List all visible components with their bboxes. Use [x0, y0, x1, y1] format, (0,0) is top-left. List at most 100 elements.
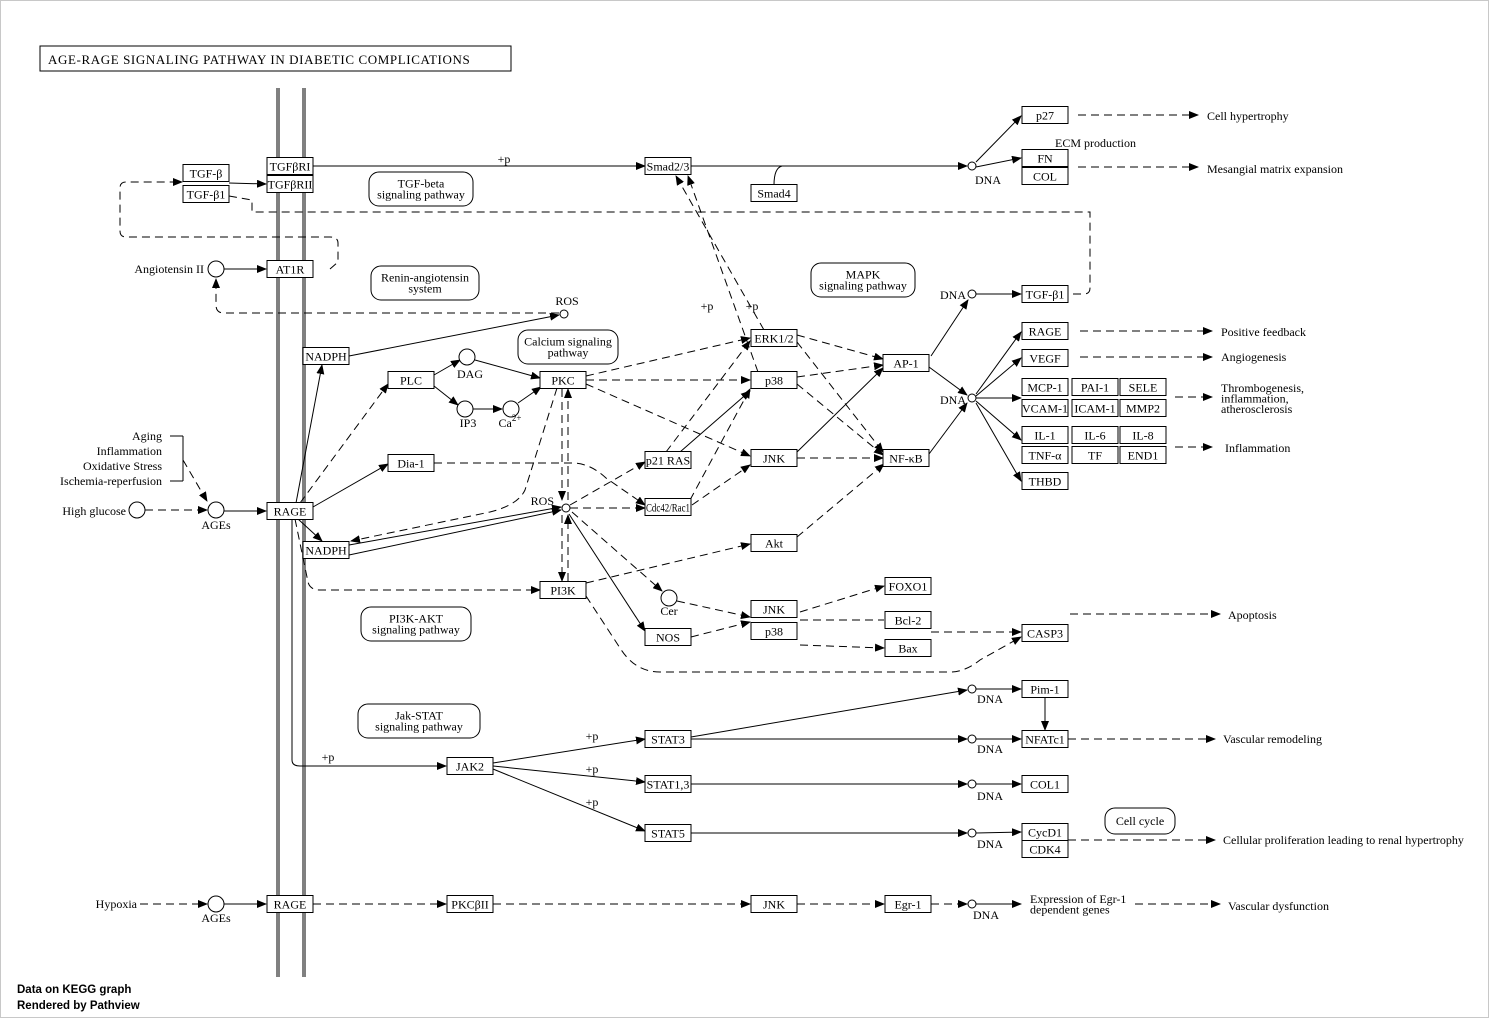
compound-circle[interactable] [967, 899, 977, 909]
gene-box[interactable] [750, 371, 798, 389]
gene-node[interactable]: CycD1 [1021, 823, 1069, 841]
gene-box[interactable] [1021, 730, 1069, 748]
gene-box[interactable] [750, 449, 798, 467]
compound-node[interactable]: DNA [940, 393, 977, 407]
gene-node[interactable]: PLC [387, 371, 435, 389]
gene-box[interactable] [1021, 624, 1069, 642]
compound-circle[interactable] [207, 260, 225, 278]
gene-box[interactable] [644, 775, 692, 793]
gene-box[interactable] [539, 371, 587, 389]
gene-box[interactable] [1021, 167, 1069, 185]
gene-box[interactable] [182, 185, 230, 203]
gene-node[interactable]: AP-1 [882, 354, 930, 372]
compound-node[interactable]: Cer [660, 589, 678, 618]
gene-node[interactable]: FOXO1 [884, 577, 932, 595]
gene-box[interactable] [266, 895, 314, 913]
gene-node[interactable]: STAT1,3 [644, 775, 692, 793]
gene-node[interactable]: MMP2 [1119, 399, 1167, 417]
gene-node[interactable]: TGFβRII [266, 175, 314, 193]
compound-circle[interactable] [128, 501, 146, 519]
gene-box[interactable] [750, 329, 798, 347]
gene-box[interactable] [182, 164, 230, 182]
gene-node[interactable]: JNK [750, 449, 798, 467]
gene-node[interactable]: JAK2 [446, 757, 494, 775]
gene-box[interactable] [1119, 446, 1167, 464]
gene-box[interactable] [266, 175, 314, 193]
gene-node[interactable]: Smad4 [750, 184, 798, 202]
gene-box[interactable] [302, 347, 350, 365]
gene-box[interactable] [884, 895, 932, 913]
gene-node[interactable]: TGF-β1 [182, 185, 230, 203]
gene-node[interactable]: CDK4 [1021, 840, 1069, 858]
gene-node[interactable]: Dia-1 [387, 454, 435, 472]
compound-circle[interactable] [967, 393, 977, 403]
gene-node[interactable]: p38 [750, 622, 798, 640]
gene-node[interactable]: AT1R [266, 260, 314, 278]
gene-box[interactable] [644, 628, 692, 646]
gene-box[interactable] [1119, 426, 1167, 444]
gene-node[interactable]: MCP-1 [1021, 378, 1069, 396]
compound-circle[interactable] [207, 895, 225, 913]
gene-node[interactable]: RAGE [266, 502, 314, 520]
gene-node[interactable]: Pim-1 [1021, 680, 1069, 698]
gene-node[interactable]: RAGE [1021, 322, 1069, 340]
gene-node[interactable]: NOS [644, 628, 692, 646]
gene-node[interactable]: COL [1021, 167, 1069, 185]
map-box[interactable] [370, 265, 480, 301]
compound-node[interactable]: IP3 [456, 400, 476, 430]
gene-node[interactable]: Egr-1 [884, 895, 932, 913]
gene-box[interactable] [884, 611, 932, 629]
gene-node[interactable]: Cdc42/Rac1 [644, 498, 692, 516]
gene-node[interactable]: PAI-1 [1071, 378, 1119, 396]
gene-node[interactable]: VEGF [1021, 349, 1069, 367]
gene-node[interactable]: STAT3 [644, 730, 692, 748]
gene-node[interactable]: NADPH [302, 347, 350, 365]
gene-node[interactable]: Smad2/3 [644, 157, 692, 175]
compound-circle[interactable] [967, 684, 977, 694]
gene-box[interactable] [1021, 680, 1069, 698]
gene-node[interactable]: p27 [1021, 106, 1069, 124]
compound-node[interactable]: DNA [967, 779, 1003, 803]
map-box[interactable] [357, 703, 481, 739]
gene-node[interactable]: END1 [1119, 446, 1167, 464]
gene-box[interactable] [644, 498, 692, 516]
gene-node[interactable]: ERK1/2 [750, 329, 798, 347]
gene-box[interactable] [266, 157, 314, 175]
compound-node[interactable]: AGEs [201, 501, 231, 532]
gene-node[interactable]: COL1 [1021, 775, 1069, 793]
gene-box[interactable] [302, 541, 350, 559]
compound-node[interactable]: DNA [967, 828, 1003, 851]
gene-node[interactable]: TF [1071, 446, 1119, 464]
pathway-map-link[interactable]: Cell cycle [1104, 807, 1176, 835]
gene-box[interactable] [644, 824, 692, 842]
gene-box[interactable] [1021, 472, 1069, 490]
gene-box[interactable] [1021, 775, 1069, 793]
gene-node[interactable]: NADPH [302, 541, 350, 559]
gene-box[interactable] [387, 454, 435, 472]
gene-node[interactable]: NFATc1 [1021, 730, 1069, 748]
gene-box[interactable] [1021, 322, 1069, 340]
gene-box[interactable] [539, 581, 587, 599]
gene-node[interactable]: TGF-β [182, 164, 230, 182]
gene-box[interactable] [266, 260, 314, 278]
gene-box[interactable] [1021, 840, 1069, 858]
compound-circle[interactable] [502, 400, 520, 418]
gene-box[interactable] [1021, 378, 1069, 396]
gene-box[interactable] [1071, 446, 1119, 464]
compound-circle[interactable] [207, 501, 225, 519]
gene-box[interactable] [1071, 399, 1119, 417]
gene-box[interactable] [750, 534, 798, 552]
gene-box[interactable] [1021, 446, 1069, 464]
gene-node[interactable]: p38 [750, 371, 798, 389]
gene-box[interactable] [1021, 426, 1069, 444]
gene-box[interactable] [1071, 378, 1119, 396]
map-box[interactable] [517, 329, 619, 365]
map-box[interactable] [368, 171, 474, 207]
gene-box[interactable] [884, 577, 932, 595]
gene-node[interactable]: TNF-α [1021, 446, 1069, 464]
gene-node[interactable]: VCAM-1 [1021, 399, 1069, 417]
gene-box[interactable] [266, 502, 314, 520]
